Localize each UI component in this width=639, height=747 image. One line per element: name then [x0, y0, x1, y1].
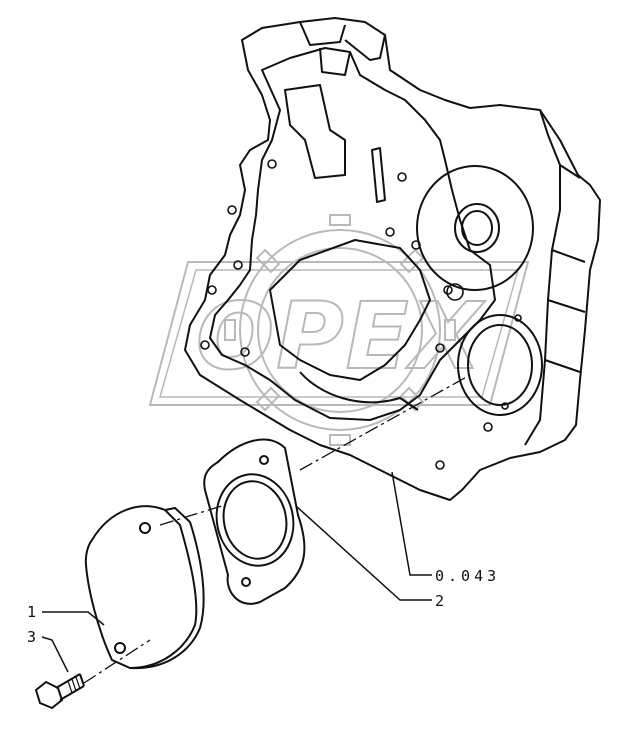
bolt-thread: [67, 676, 81, 694]
gear-housing-slot: [371, 147, 386, 203]
upper-bore: [454, 203, 500, 253]
gear-housing-cutout-arc: [299, 371, 419, 411]
leader-line-1: [42, 611, 105, 626]
watermark-text: OPEX: [196, 283, 485, 390]
assembly-center-line: [83, 374, 471, 684]
leader-line-3: [41, 636, 69, 673]
callout-label-3: 3: [27, 628, 36, 646]
lower-bore: [457, 314, 543, 416]
gear-housing-cutout: [269, 239, 431, 381]
gasket-opening-outer: [215, 473, 295, 567]
gear-housing-bolt-holes: [200, 159, 522, 470]
cover-plate-hole-bottom: [114, 642, 126, 654]
watermark-gear: [224, 214, 456, 446]
bolt-head: [34, 680, 64, 710]
cover-plate-hole-top: [139, 522, 151, 534]
upper-bore-inner: [461, 210, 493, 246]
gear-housing-front-face: [209, 47, 496, 421]
lower-bore-inner: [467, 324, 533, 406]
reference-label: 0.043: [435, 567, 500, 585]
leader-line-2: [295, 505, 432, 601]
cover-plate-edge: [129, 506, 205, 670]
gasket-hole-bottom: [241, 577, 251, 587]
leader-line-ref: [391, 471, 432, 576]
gasket-opening-inner: [222, 480, 288, 560]
gasket: [203, 438, 306, 605]
watermark-frame-outer: [148, 261, 530, 406]
cover-plate: [84, 505, 205, 670]
gear-housing-top-boss: [299, 21, 386, 76]
cover-plate-outline: [84, 505, 198, 670]
gear-housing-outline: [184, 17, 601, 501]
gear-housing-window: [284, 84, 346, 179]
gear-housing: [184, 17, 601, 501]
bolt: [34, 673, 85, 710]
leader-lines: [41, 471, 432, 673]
gear-housing-side-rib: [524, 109, 586, 446]
upper-bore-flange: [416, 165, 534, 291]
watermark-logo: OPEX: [148, 214, 530, 446]
callout-label-2: 2: [435, 592, 444, 610]
gasket-hole-top: [259, 455, 269, 465]
gasket-outline: [203, 438, 306, 605]
callout-label-1: 1: [27, 603, 36, 621]
